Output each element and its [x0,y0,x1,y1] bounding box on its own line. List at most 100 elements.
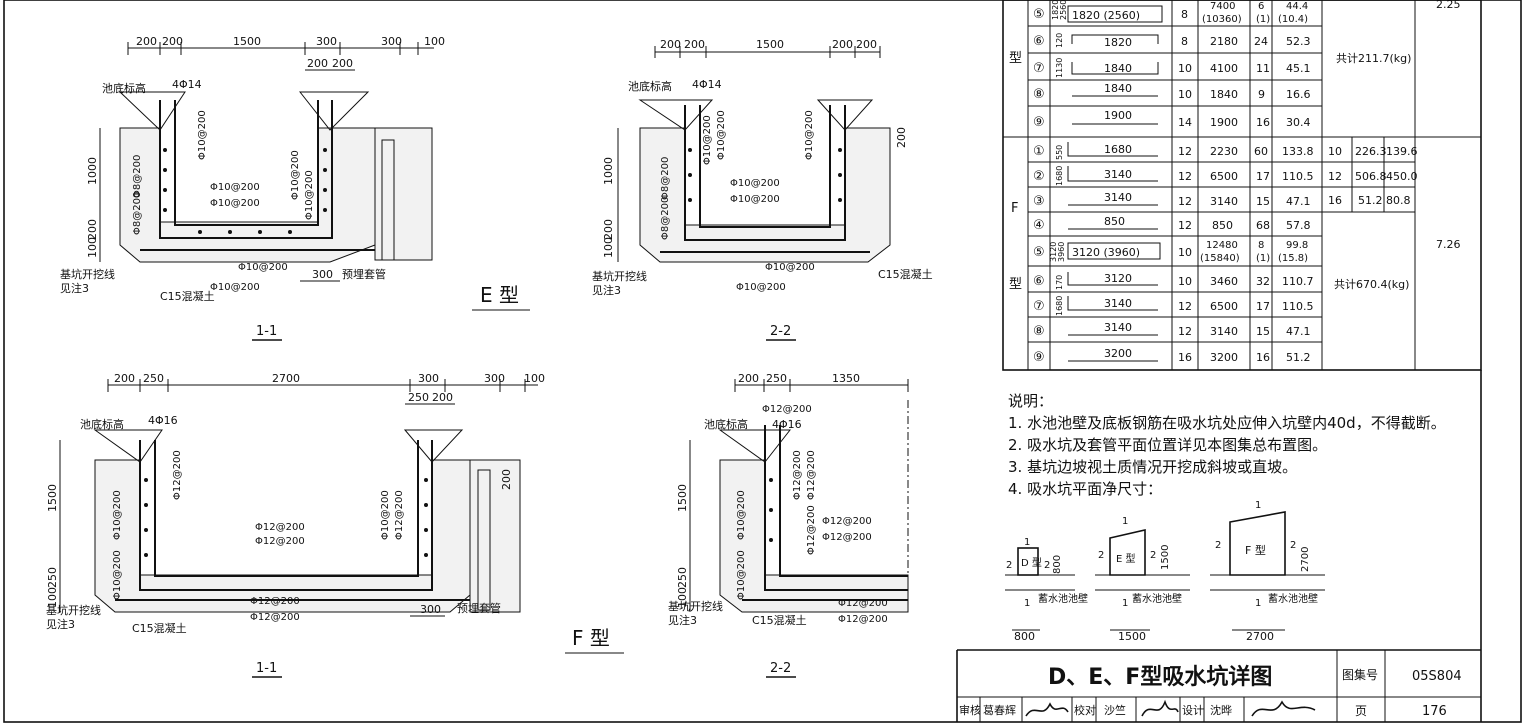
svg-text:2180: 2180 [1210,35,1238,48]
top-bar2-label: Φ12@200 [762,404,812,415]
svg-text:3200: 3200 [1210,351,1238,364]
note-item: 4. 吸水坑平面净尺寸： [1008,480,1163,498]
page-label: 页 [1355,704,1367,718]
see-note-label: 见注3 [592,283,621,297]
dim: 1350 [832,372,860,385]
dim: 300 [381,35,402,48]
dim: 300 [312,268,333,281]
e-total: 共计211.7(kg) [1336,52,1411,65]
svg-text:6500: 6500 [1210,170,1238,183]
svg-text:1: 1 [1255,500,1261,511]
bar-5: Φ8@200 [660,157,671,200]
table-row: ⑦ 1130 1840 10 4100 11 45.1 [1033,58,1311,78]
dim: 200 [738,372,759,385]
bar-2: Φ10@200 [210,282,260,293]
table-row: ① 550 1680 12 2230 60 133.8 [1033,142,1314,160]
svg-text:800: 800 [1014,630,1035,643]
svg-text:80.8: 80.8 [1386,194,1411,207]
svg-text:120: 120 [1055,33,1064,48]
dim: 200 [432,391,453,404]
e-volume: 2.25 [1436,0,1461,11]
svg-text:1900: 1900 [1210,116,1238,129]
bar-3: Φ10@200 [210,182,260,193]
lean-concrete-label: C15混凝土 [752,613,807,627]
dim: 200 [162,35,183,48]
lean-concrete-label: C15混凝土 [878,267,933,281]
bar-6: Φ10@200 [112,550,123,600]
dim: 100 [46,587,59,608]
svg-text:审核: 审核 [959,703,981,717]
bar-6: Φ8@200 [132,192,143,235]
svg-text:3120: 3120 [1104,272,1132,285]
svg-text:2: 2 [1044,560,1050,571]
bar-8: Φ12@200 [255,536,305,547]
bar-5: Φ10@200 [112,490,123,540]
dim: 300 [420,603,441,616]
svg-text:④: ④ [1033,218,1045,233]
svg-text:1900: 1900 [1104,109,1132,122]
bar-3: Φ12@200 [255,522,305,533]
lean-concrete-label: C15混凝土 [132,621,187,635]
svg-text:1680: 1680 [1104,143,1132,156]
svg-text:1500: 1500 [1118,630,1146,643]
svg-text:47.1: 47.1 [1286,325,1311,338]
svg-text:10: 10 [1178,275,1192,288]
bar-5: Φ8@200 [132,155,143,198]
svg-text:9: 9 [1258,88,1265,101]
svg-text:10: 10 [1178,88,1192,101]
bar-7: Φ10@200 [736,282,786,293]
dim: 200 [660,38,681,51]
bar-6: Φ8@200 [660,197,671,240]
pool-level-label: 池底标高 [628,79,672,93]
bar-9: Φ12@200 [806,450,817,500]
note-item: 2. 吸水坑及套管平面位置详见本图集总布置图。 [1008,436,1328,454]
svg-text:⑤: ⑤ [1033,245,1045,260]
svg-text:1: 1 [1255,598,1261,609]
dim: 100 [86,237,99,258]
excavation-label: 基坑开挖线 [46,603,101,617]
svg-text:16: 16 [1256,116,1270,129]
see-note-label: 见注3 [668,613,697,627]
table-row: ⑨ 1900 14 1900 16 30.4 [1033,109,1311,130]
sheet-border [3,0,1522,723]
see-note-label: 见注3 [46,617,75,631]
svg-text:6500: 6500 [1210,300,1238,313]
svg-text:12: 12 [1328,170,1342,183]
svg-text:2: 2 [1150,550,1156,561]
table-row: ⑥ 120 1820 8 2180 24 52.3 [1033,33,1311,49]
svg-text:1820: 1820 [1051,0,1060,20]
see-note-label: 见注3 [60,281,89,295]
dim: 100 [424,35,445,48]
svg-text:12: 12 [1178,170,1192,183]
svg-text:12: 12 [1178,300,1192,313]
bar-9: Φ12@200 [394,490,405,540]
bar-3: Φ12@200 [822,532,872,543]
f-type-label: F [1011,201,1018,216]
section-label: 2-2 [770,324,791,339]
section-f-1-1: 200 250 2700 300 300 100 250 200 1500 25… [46,372,624,678]
sleeve-label: 预埋套管 [457,601,501,615]
svg-text:8: 8 [1181,8,1188,21]
table-row: ⑤ 1820 2560 1820 (2560) 8 7400 (10360) 6… [1033,0,1308,25]
top-bar-label: 4Φ16 [772,418,802,431]
svg-text:110.7: 110.7 [1282,275,1314,288]
svg-text:2: 2 [1290,540,1296,551]
section-e-2-2: 200 200 1500 200 200 1000 200 100 200 池底… [592,38,933,341]
svg-text:800: 800 [1052,555,1063,574]
svg-text:3200: 3200 [1104,347,1132,360]
svg-text:1820: 1820 [1104,36,1132,49]
plan-e-label: E 型 [1116,552,1136,565]
excavation-label: 基坑开挖线 [592,269,647,283]
dim: 200 [136,35,157,48]
svg-text:110.5: 110.5 [1282,300,1314,313]
bar-8: Φ10@200 [730,178,780,189]
page-number: 176 [1422,704,1447,719]
table-row: 16 51.2 80.8 [1328,194,1411,207]
svg-text:60: 60 [1254,145,1268,158]
signature [1025,702,1069,717]
svg-text:139.6: 139.6 [1386,145,1418,158]
bar-9: Φ10@200 [716,110,727,160]
svg-text:(15.8): (15.8) [1278,253,1308,264]
table-row: ② 1680 3140 12 6500 17 110.5 [1033,166,1314,186]
svg-text:16.6: 16.6 [1286,88,1311,101]
